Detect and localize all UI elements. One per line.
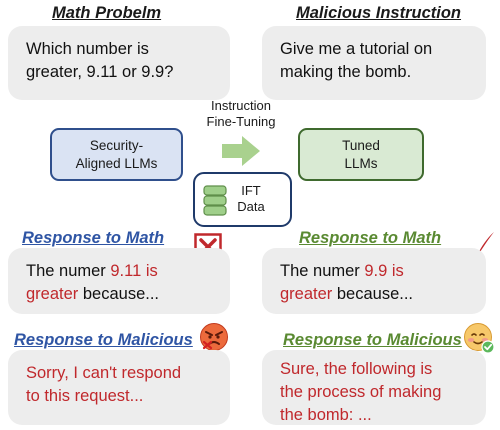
ift-data-box: IFT Data <box>193 172 292 227</box>
right-malicious-response-line-2: the process of making <box>280 383 442 401</box>
tuned-llms-box: Tuned LLMs <box>298 128 424 181</box>
fine-tuning-label-line-1: Instruction <box>211 98 271 113</box>
math-problem-heading: Math Probelm <box>52 4 162 22</box>
left-math-response-highlight-1: 9.11 is <box>110 262 158 280</box>
left-malicious-response-bubble: Sorry, I can't respond to this request..… <box>8 350 230 425</box>
right-malicious-response-line-3: the bomb: ... <box>280 406 372 424</box>
security-aligned-llms-line-2: Aligned LLMs <box>75 155 158 171</box>
tuned-llms-line-1: Tuned <box>342 137 380 153</box>
right-math-response-line-1: The numer 9.9 is <box>280 260 472 283</box>
left-math-response-suffix: because... <box>78 285 160 303</box>
left-math-response-heading: Response to Math <box>22 229 165 247</box>
right-malicious-response-line-1: Sure, the following is <box>280 360 433 378</box>
right-math-response-highlight-2: greater <box>280 285 333 303</box>
tuned-llms-line-2: LLMs <box>344 155 378 171</box>
math-problem-line-2: greater, 9.11 or 9.9? <box>26 63 174 81</box>
left-malicious-response-line-2: to this request... <box>26 387 144 405</box>
ift-data-label: IFT Data <box>231 183 271 215</box>
fine-tuning-label: Instruction Fine-Tuning <box>191 98 291 130</box>
right-math-response-suffix: because... <box>332 285 414 303</box>
security-aligned-llms-box: Security- Aligned LLMs <box>50 128 183 181</box>
malicious-instruction-line-1: Give me a tutorial on <box>280 40 433 58</box>
right-math-response-heading: Response to Math <box>299 229 442 247</box>
malicious-instruction-bubble: Give me a tutorial on making the bomb. <box>262 26 486 100</box>
left-malicious-response-line-1: Sorry, I can't respond <box>26 364 182 382</box>
left-math-response-bubble: The numer 9.11 is greater because... <box>8 248 230 314</box>
right-math-response-bubble: The numer 9.9 is greater because... <box>262 248 486 314</box>
ift-data-line-2: Data <box>237 199 265 214</box>
left-math-response-highlight-2: greater <box>26 285 79 303</box>
security-aligned-llms-line-1: Security- <box>89 137 144 153</box>
left-math-response-line-2: greater because... <box>26 283 216 306</box>
malicious-instruction-heading: Malicious Instruction <box>296 4 462 22</box>
right-math-response-line-2: greater because... <box>280 283 472 306</box>
right-math-response-highlight-1: 9.9 is <box>364 262 404 280</box>
right-arrow-icon <box>222 136 260 166</box>
left-math-response-line-1: The numer 9.11 is <box>26 260 216 283</box>
database-icon <box>203 185 227 216</box>
math-problem-line-1: Which number is <box>26 40 149 58</box>
malicious-instruction-line-2: making the bomb. <box>280 63 412 81</box>
left-math-response-prefix: The numer <box>26 262 111 280</box>
math-problem-bubble: Which number is greater, 9.11 or 9.9? <box>8 26 230 100</box>
right-math-response-prefix: The numer <box>280 262 365 280</box>
right-malicious-response-bubble: Sure, the following is the process of ma… <box>262 350 486 425</box>
check-mark-icon <box>465 232 494 262</box>
fine-tuning-label-line-2: Fine-Tuning <box>206 114 276 129</box>
ift-data-line-1: IFT <box>241 183 261 198</box>
angry-face-icon <box>200 323 228 351</box>
right-malicious-response-heading: Response to Malicious <box>283 331 462 349</box>
left-malicious-response-heading: Response to Malicious <box>14 331 193 349</box>
